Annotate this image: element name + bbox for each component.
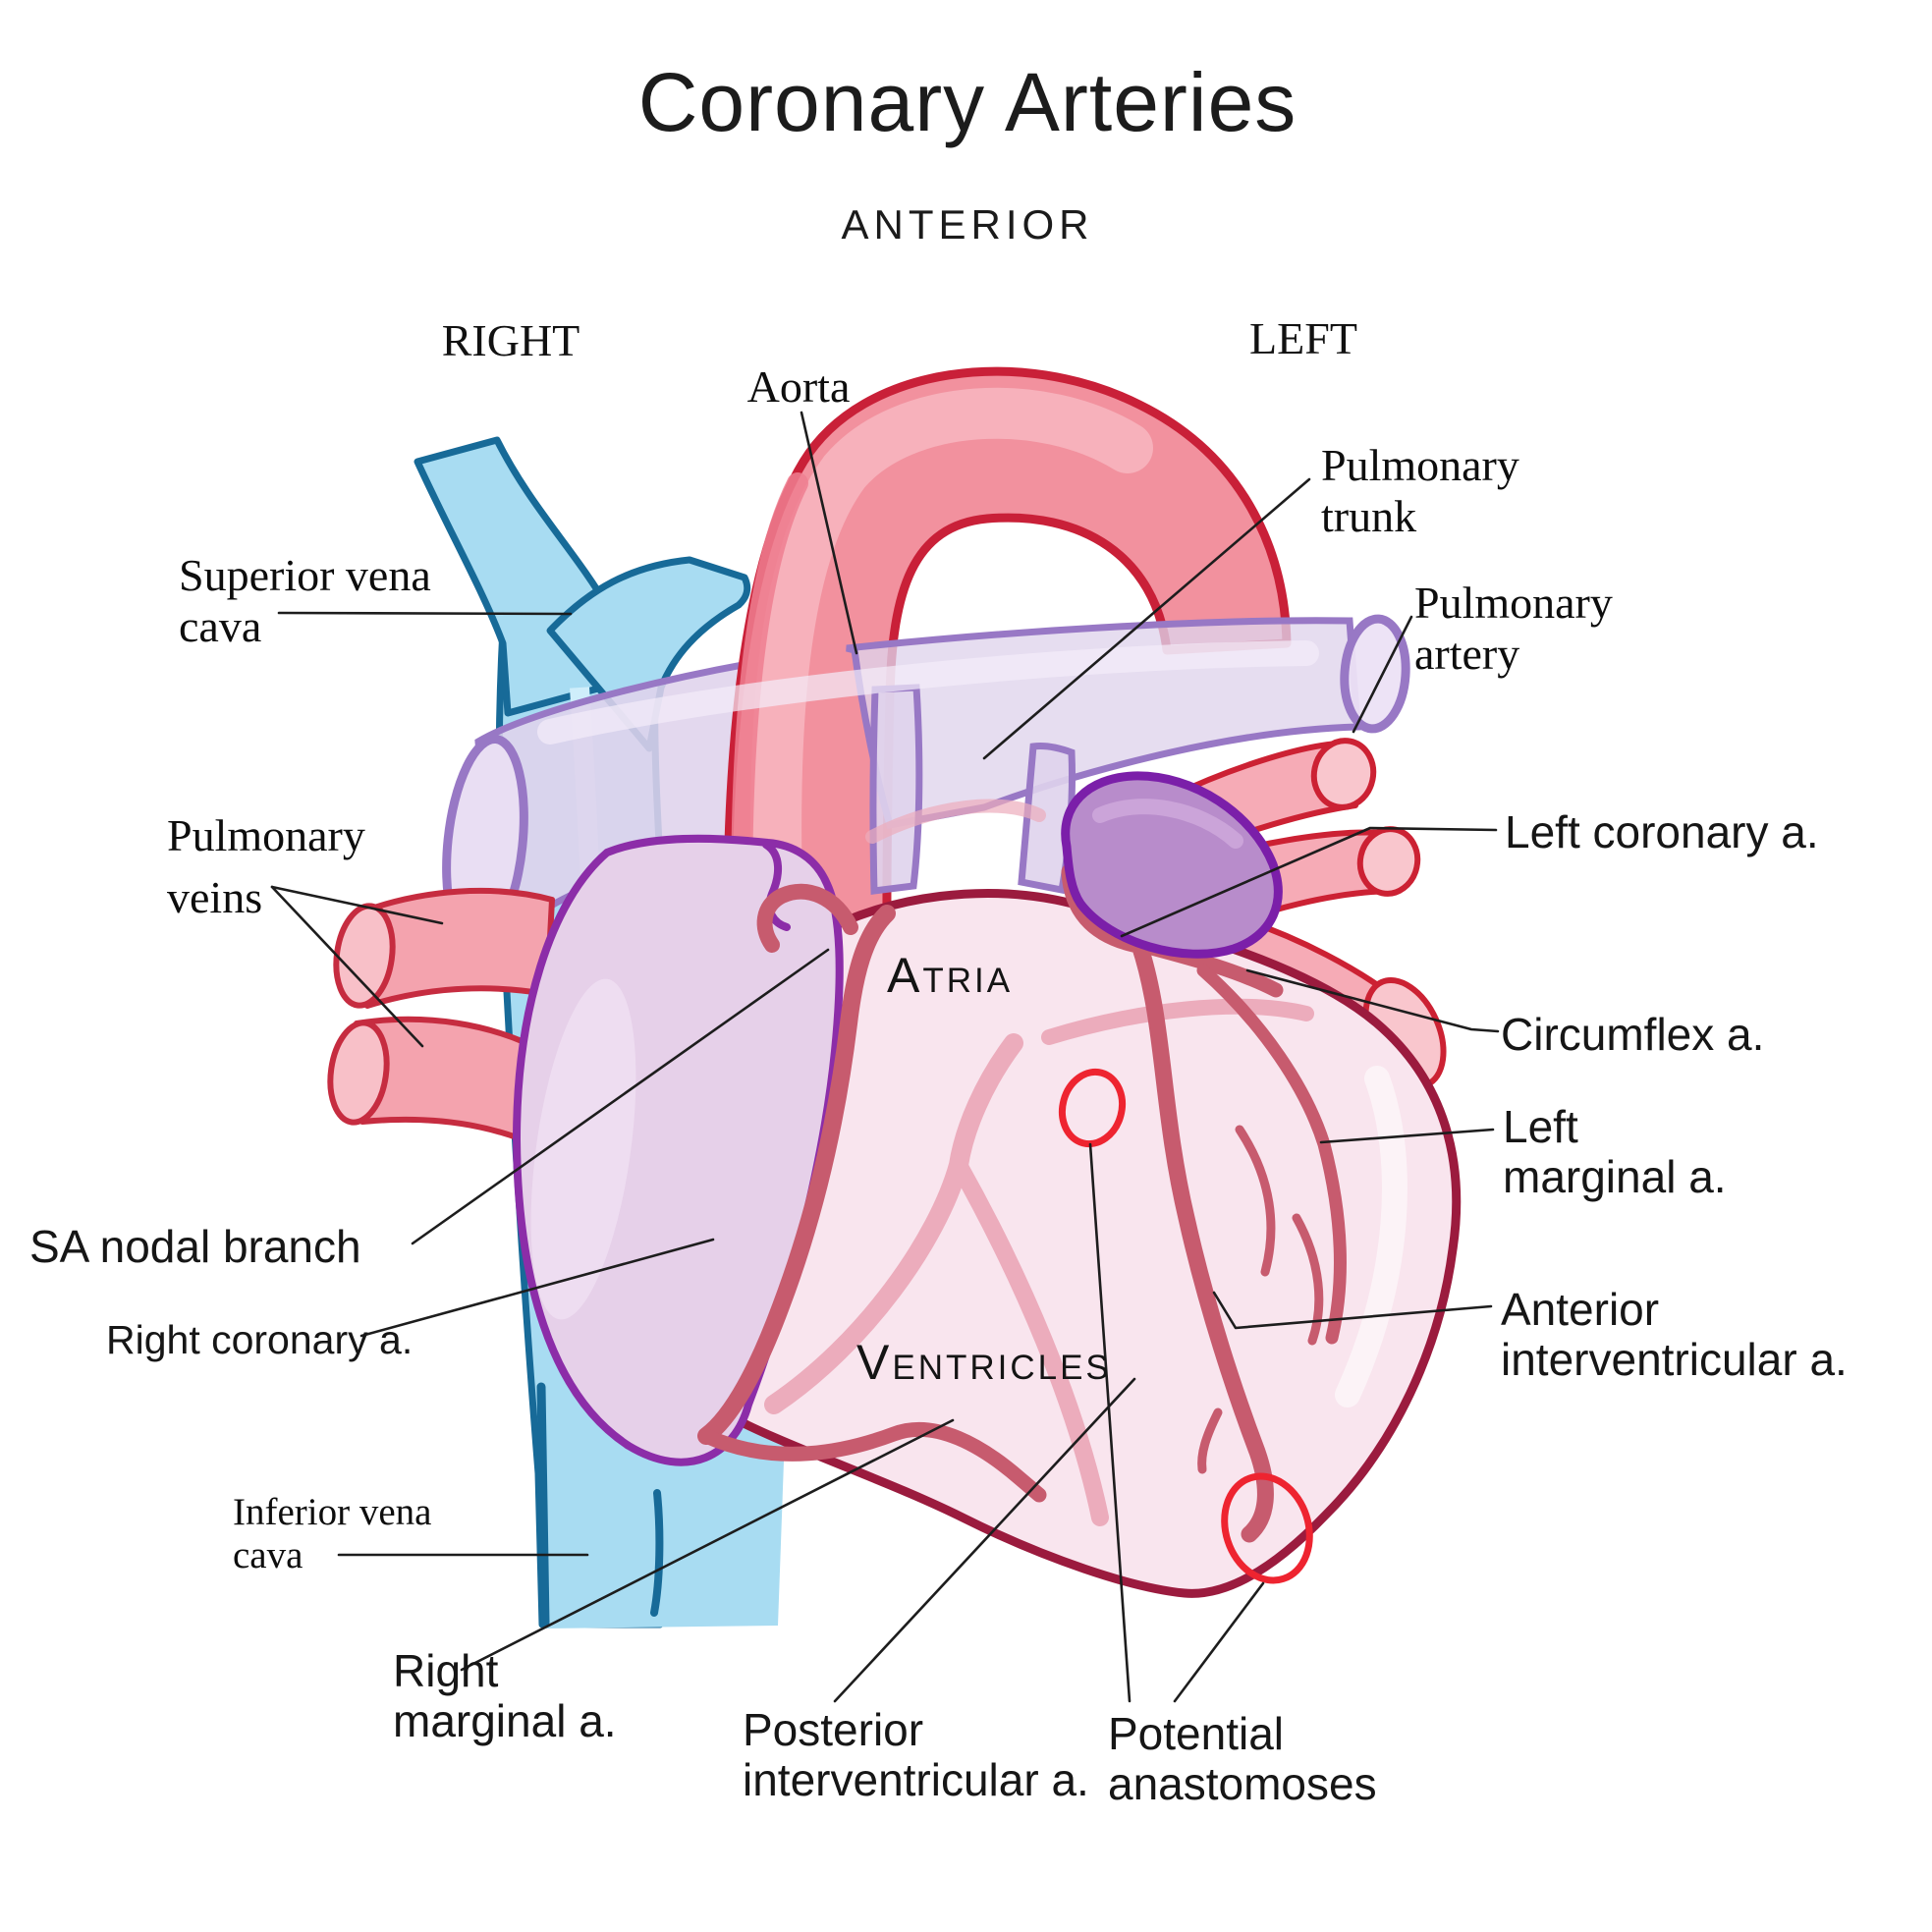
left-coronary-system	[1061, 862, 1347, 1543]
leader-pulmonary-vein-1	[270, 885, 444, 925]
sa-nodal-branch-artery	[756, 883, 858, 953]
great-cardiac-shadow	[1041, 998, 1314, 1045]
region-label-ventricles: Ventricles	[856, 1335, 1112, 1390]
left-marginal-artery	[1196, 964, 1347, 1345]
leader-anterior-interventricular	[1212, 1291, 1493, 1330]
leader-circumflex	[1245, 968, 1500, 1033]
leader-pulmonary-artery	[1352, 615, 1413, 734]
diagonal-twig-1	[1235, 1125, 1276, 1277]
orientation-label: ANTERIOR	[841, 201, 1094, 248]
posterior-branch-to-apex	[950, 1156, 1109, 1526]
heart-sheen	[1335, 1066, 1408, 1408]
label-superior-vena-cava: Superior vena cava	[179, 550, 431, 652]
label-pulmonary-artery: Pulmonary artery	[1414, 578, 1613, 680]
label-right-marginal: Right marginal a.	[393, 1645, 617, 1747]
pulmonary-trunk-shape	[537, 614, 1410, 895]
leader-pulmonary-vein-2	[270, 885, 424, 1048]
leader-aorta	[800, 411, 858, 655]
label-circumflex: Circumflex a.	[1501, 1009, 1765, 1060]
right-coronary-system	[697, 883, 1047, 1503]
potential-anastomoses-rings	[1058, 1068, 1313, 1584]
pulmonary-trunk-descending	[869, 684, 923, 895]
label-left-coronary: Left coronary a.	[1505, 806, 1819, 857]
posterior-interventricular-artery	[764, 1033, 1023, 1414]
anastomosis-ring-apex	[1221, 1472, 1313, 1584]
leader-posterior-interventricular	[833, 1377, 1136, 1703]
page-title: Coronary Arteries	[637, 56, 1297, 148]
label-pulmonary-trunk: Pulmonary trunk	[1321, 440, 1519, 542]
label-sa-nodal-branch: SA nodal branch	[29, 1221, 361, 1272]
leader-left-coronary	[1120, 826, 1498, 938]
label-left-marginal: Left marginal a.	[1503, 1101, 1727, 1203]
pulmonary-tube-sheen	[537, 640, 1319, 745]
leader-left-marginal	[1319, 1128, 1495, 1144]
atrium-highlight	[530, 978, 636, 1320]
side-label-right: RIGHT	[441, 315, 580, 365]
side-label-left: LEFT	[1249, 313, 1357, 363]
right-atrium	[513, 834, 844, 1466]
leader-right-marginal	[460, 1418, 955, 1672]
label-aorta: Aorta	[746, 361, 851, 412]
label-pulmonary-veins: Pulmonary veins	[167, 810, 365, 922]
leader-lines	[270, 411, 1500, 1703]
leader-potential-anastomoses-2	[1173, 1581, 1265, 1703]
pulmonary-artery-right-mouth	[1340, 614, 1410, 734]
label-anterior-interventricular: Anterior interventricular a.	[1501, 1284, 1848, 1386]
leader-pulmonary-trunk	[982, 477, 1311, 760]
label-inferior-vena-cava: Inferior vena cava	[233, 1491, 432, 1576]
atrial-shadow-arc	[865, 799, 1046, 844]
anterior-interventricular-artery	[1131, 936, 1274, 1543]
region-label-atria: Atria	[887, 948, 1014, 1003]
appendage-highlight	[1092, 799, 1243, 849]
diagonal-twig-2	[1292, 1213, 1324, 1346]
anastomosis-ring-mid	[1058, 1068, 1127, 1148]
right-coronary-artery	[697, 905, 896, 1445]
label-potential-anastomoses: Potential anastomoses	[1108, 1708, 1377, 1810]
leader-superior-vena-cava	[277, 611, 573, 616]
right-marginal-artery	[698, 1421, 1047, 1503]
diagonal-twig-3	[1197, 1408, 1223, 1474]
posterior-vessels	[764, 799, 1314, 1526]
leader-right-coronary	[359, 1238, 715, 1338]
svc-right-branch	[546, 556, 751, 752]
leader-sa-nodal	[411, 948, 830, 1245]
label-posterior-interventricular: Posterior interventricular a.	[743, 1704, 1089, 1806]
right-pulmonary-veins	[327, 887, 555, 1148]
left-atrial-appendage	[1061, 771, 1283, 959]
leader-potential-anastomoses-1	[1088, 1142, 1132, 1703]
aorta-highlight	[750, 387, 1153, 949]
label-right-coronary: Right coronary a.	[106, 1317, 414, 1362]
